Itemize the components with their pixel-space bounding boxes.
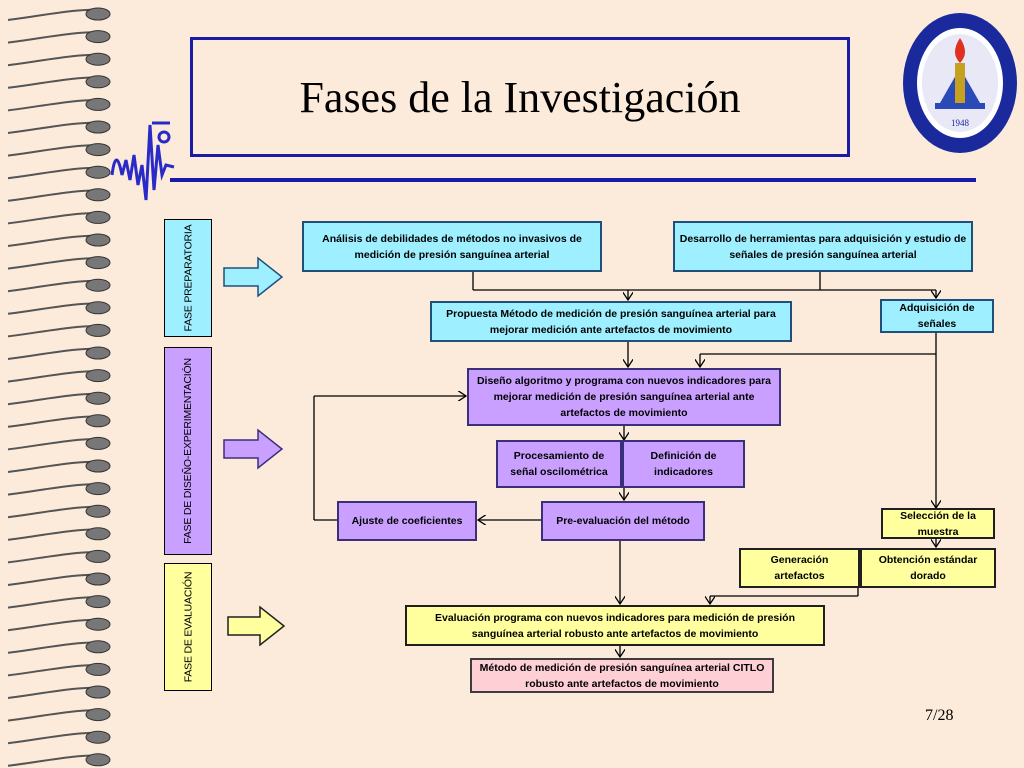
spiral-hole [85,730,111,744]
box-definicion: Definición de indicadores [622,440,745,488]
spiral-hole [85,75,111,89]
spiral-hole [85,391,111,405]
spiral-hole [85,233,111,247]
spiral-hole [85,662,111,676]
box-obtencion: Obtención estándar dorado [860,548,996,588]
spiral-binding [7,7,111,767]
spiral-hole [85,97,111,111]
spiral-hole [85,7,111,21]
slide-title: Fases de la Investigación [299,72,741,122]
spiral-hole [85,120,111,134]
spiral-hole [85,640,111,654]
box-propuesta: Propuesta Método de medición de presión … [430,301,792,342]
spiral-hole [85,549,111,563]
spiral-hole [85,617,111,631]
spiral-hole [85,504,111,518]
spiral-hole [85,210,111,224]
box-ajuste: Ajuste de coeficientes [337,501,477,541]
spiral-hole [85,52,111,66]
spiral-hole [85,188,111,202]
box-desarrollo: Desarrollo de herramientas para adquisic… [673,221,973,272]
spiral-hole [85,143,111,157]
seal-year: 1948 [951,118,970,128]
spiral-hole [85,278,111,292]
box-diseno-algoritmo: Diseño algoritmo y programa con nuevos i… [467,368,781,426]
spiral-hole [85,459,111,473]
page-number: 7/28 [925,707,954,724]
spiral-hole [85,30,111,44]
box-metodo-final: Método de medición de presión sanguínea … [470,658,774,693]
spiral-hole [85,323,111,337]
phase-preparatoria: FASE PREPARATORIA [164,219,212,337]
spiral-hole [85,256,111,270]
spiral-hole [85,346,111,360]
spiral-hole [85,572,111,586]
title-box: Fases de la Investigación [190,37,850,157]
university-seal-logo: 1948 [903,13,1017,153]
box-seleccion: Selección de la muestra [881,508,995,539]
spiral-hole [85,708,111,722]
box-evaluacion-programa: Evaluación programa con nuevos indicador… [405,605,825,646]
spiral-hole [85,414,111,428]
phase-evaluacion: FASE DE EVALUACIÓN [164,563,212,691]
spiral-hole [85,595,111,609]
box-adquisicion: Adquisición de señales [880,299,994,333]
spiral-hole [85,369,111,383]
spiral-hole [85,165,111,179]
box-procesamiento: Procesamiento de señal oscilométrica [496,440,622,488]
box-analisis: Análisis de debilidades de métodos no in… [302,221,602,272]
phase-arrow-2 [223,428,284,470]
spiral-hole [85,301,111,315]
phase-diseno: FASE DE DISEÑO-EXPERIMENTACIÓN [164,347,212,555]
phase-arrow-3 [227,605,286,647]
citlo-logo [110,121,175,201]
spiral-hole [85,527,111,541]
box-generacion: Generación artefactos [739,548,860,588]
spiral-hole [85,753,111,767]
title-underline [170,178,976,182]
spiral-hole [85,685,111,699]
spiral-hole [85,436,111,450]
spiral-hole [85,482,111,496]
phase-arrow-1 [223,256,284,298]
box-pre-evaluacion: Pre-evaluación del método [541,501,705,541]
